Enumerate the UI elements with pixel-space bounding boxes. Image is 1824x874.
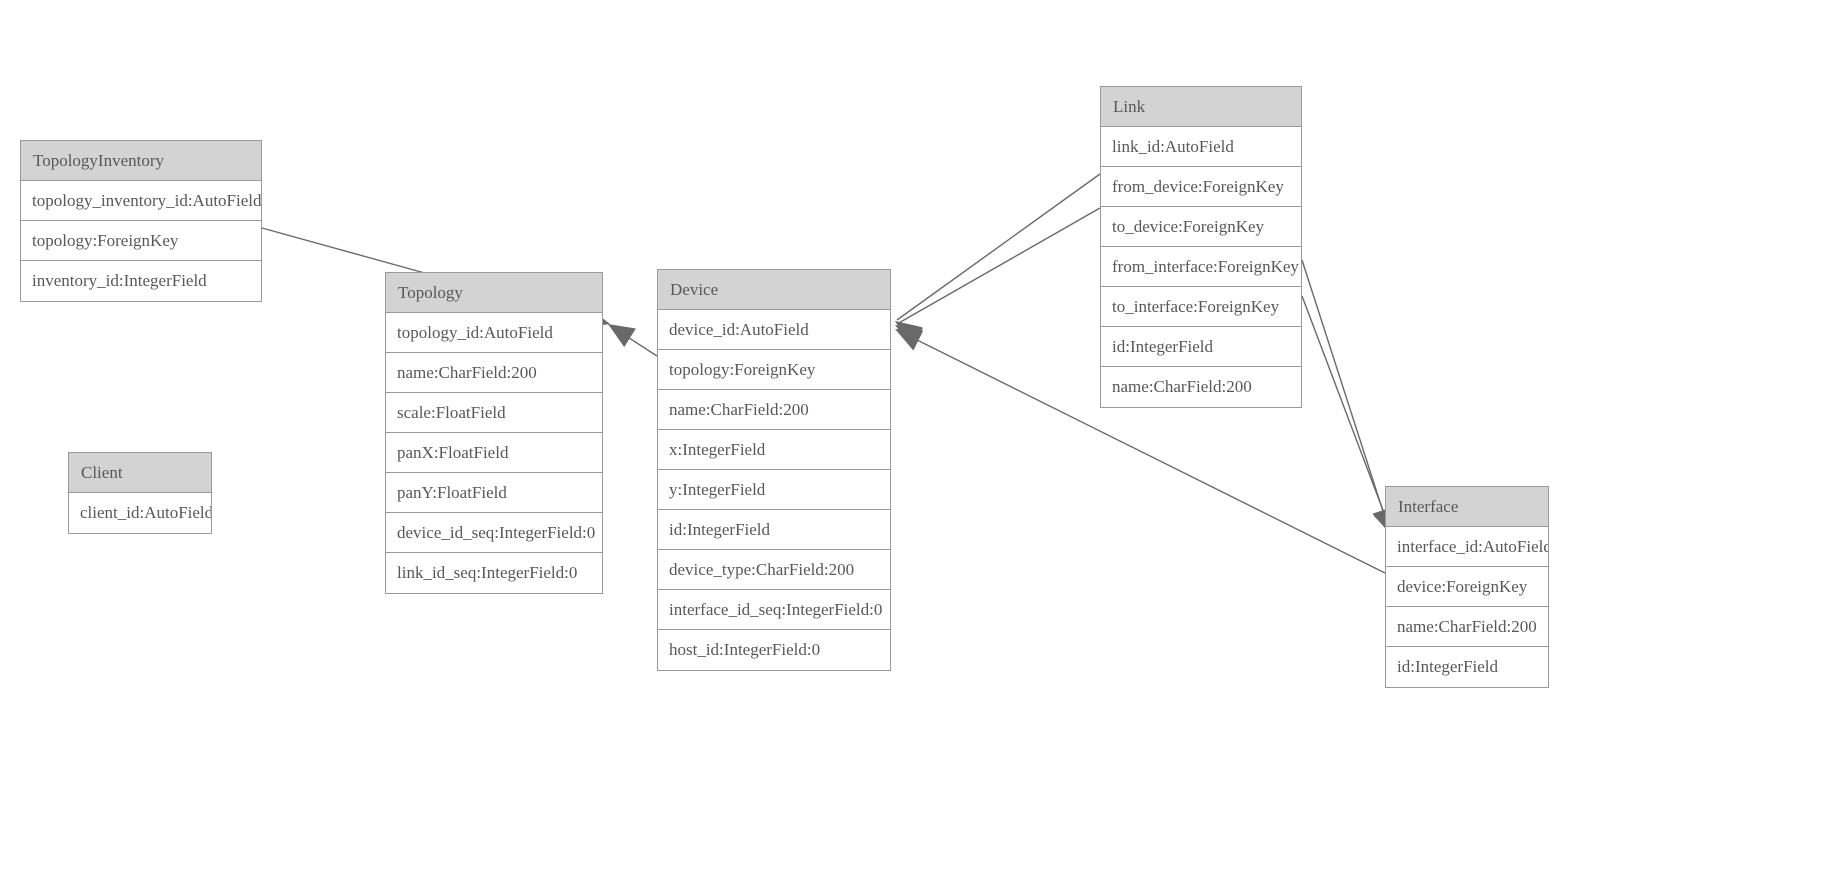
entity-field-row[interactable]: topology_id:AutoField <box>386 313 602 353</box>
entity-field-row[interactable]: name:CharField:200 <box>386 353 602 393</box>
entity-title-interface: Interface <box>1386 487 1548 527</box>
entity-field-row[interactable]: client_id:AutoField <box>69 493 211 533</box>
entity-field-row[interactable]: host_id:IntegerField:0 <box>658 630 890 670</box>
entity-field-row[interactable]: y:IntegerField <box>658 470 890 510</box>
entity-title-topologyinventory: TopologyInventory <box>21 141 261 181</box>
entity-title-topology: Topology <box>386 273 602 313</box>
entity-title-device: Device <box>658 270 890 310</box>
relationship-line <box>896 173 1101 321</box>
entity-field-row[interactable]: name:CharField:200 <box>1386 607 1548 647</box>
entity-field-row[interactable]: from_interface:ForeignKey <box>1101 247 1301 287</box>
entity-field-row[interactable]: to_device:ForeignKey <box>1101 207 1301 247</box>
entity-field-row[interactable]: id:IntegerField <box>1101 327 1301 367</box>
relationship-device-to-topology[interactable] <box>602 315 658 357</box>
relationship-line <box>608 324 658 357</box>
relationship-arrowhead-icon <box>895 329 924 351</box>
entity-field-row[interactable]: name:CharField:200 <box>1101 367 1301 407</box>
entity-field-row[interactable]: device_id:AutoField <box>658 310 890 350</box>
entity-field-row[interactable]: to_interface:ForeignKey <box>1101 287 1301 327</box>
entity-field-row[interactable]: interface_id:AutoField <box>1386 527 1548 567</box>
entity-title-link: Link <box>1101 87 1301 127</box>
relationship-link-to-device-to-device[interactable] <box>890 207 1101 348</box>
entity-field-row[interactable]: topology:ForeignKey <box>21 221 261 261</box>
entity-field-row[interactable]: id:IntegerField <box>658 510 890 550</box>
entity-field-row[interactable]: topology_inventory_id:AutoField <box>21 181 261 221</box>
entity-field-row[interactable]: link_id:AutoField <box>1101 127 1301 167</box>
entity-field-row[interactable]: panX:FloatField <box>386 433 602 473</box>
entity-field-row[interactable]: topology:ForeignKey <box>658 350 890 390</box>
entity-field-row[interactable]: inventory_id:IntegerField <box>21 261 261 301</box>
entity-field-row[interactable]: name:CharField:200 <box>658 390 890 430</box>
entity-title-client: Client <box>69 453 211 493</box>
relationship-arrowhead-icon <box>895 321 923 346</box>
relationship-line <box>896 207 1101 325</box>
relationship-line <box>1301 259 1391 534</box>
relationship-arrowhead-icon <box>608 324 636 348</box>
entity-field-row[interactable]: interface_id_seq:IntegerField:0 <box>658 590 890 630</box>
relationship-line <box>1301 295 1393 535</box>
entity-field-row[interactable]: device:ForeignKey <box>1386 567 1548 607</box>
relationship-arrowhead-icon <box>895 325 924 348</box>
entity-field-row[interactable]: from_device:ForeignKey <box>1101 167 1301 207</box>
entity-field-row[interactable]: device_type:CharField:200 <box>658 550 890 590</box>
entity-field-row[interactable]: panY:FloatField <box>386 473 602 513</box>
entity-field-row[interactable]: scale:FloatField <box>386 393 602 433</box>
entity-field-row[interactable]: device_id_seq:IntegerField:0 <box>386 513 602 553</box>
relationship-link-from-device-to-device[interactable] <box>889 173 1101 346</box>
entity-field-row[interactable]: link_id_seq:IntegerField:0 <box>386 553 602 593</box>
entity-field-row[interactable]: id:IntegerField <box>1386 647 1548 687</box>
entity-field-row[interactable]: x:IntegerField <box>658 430 890 470</box>
